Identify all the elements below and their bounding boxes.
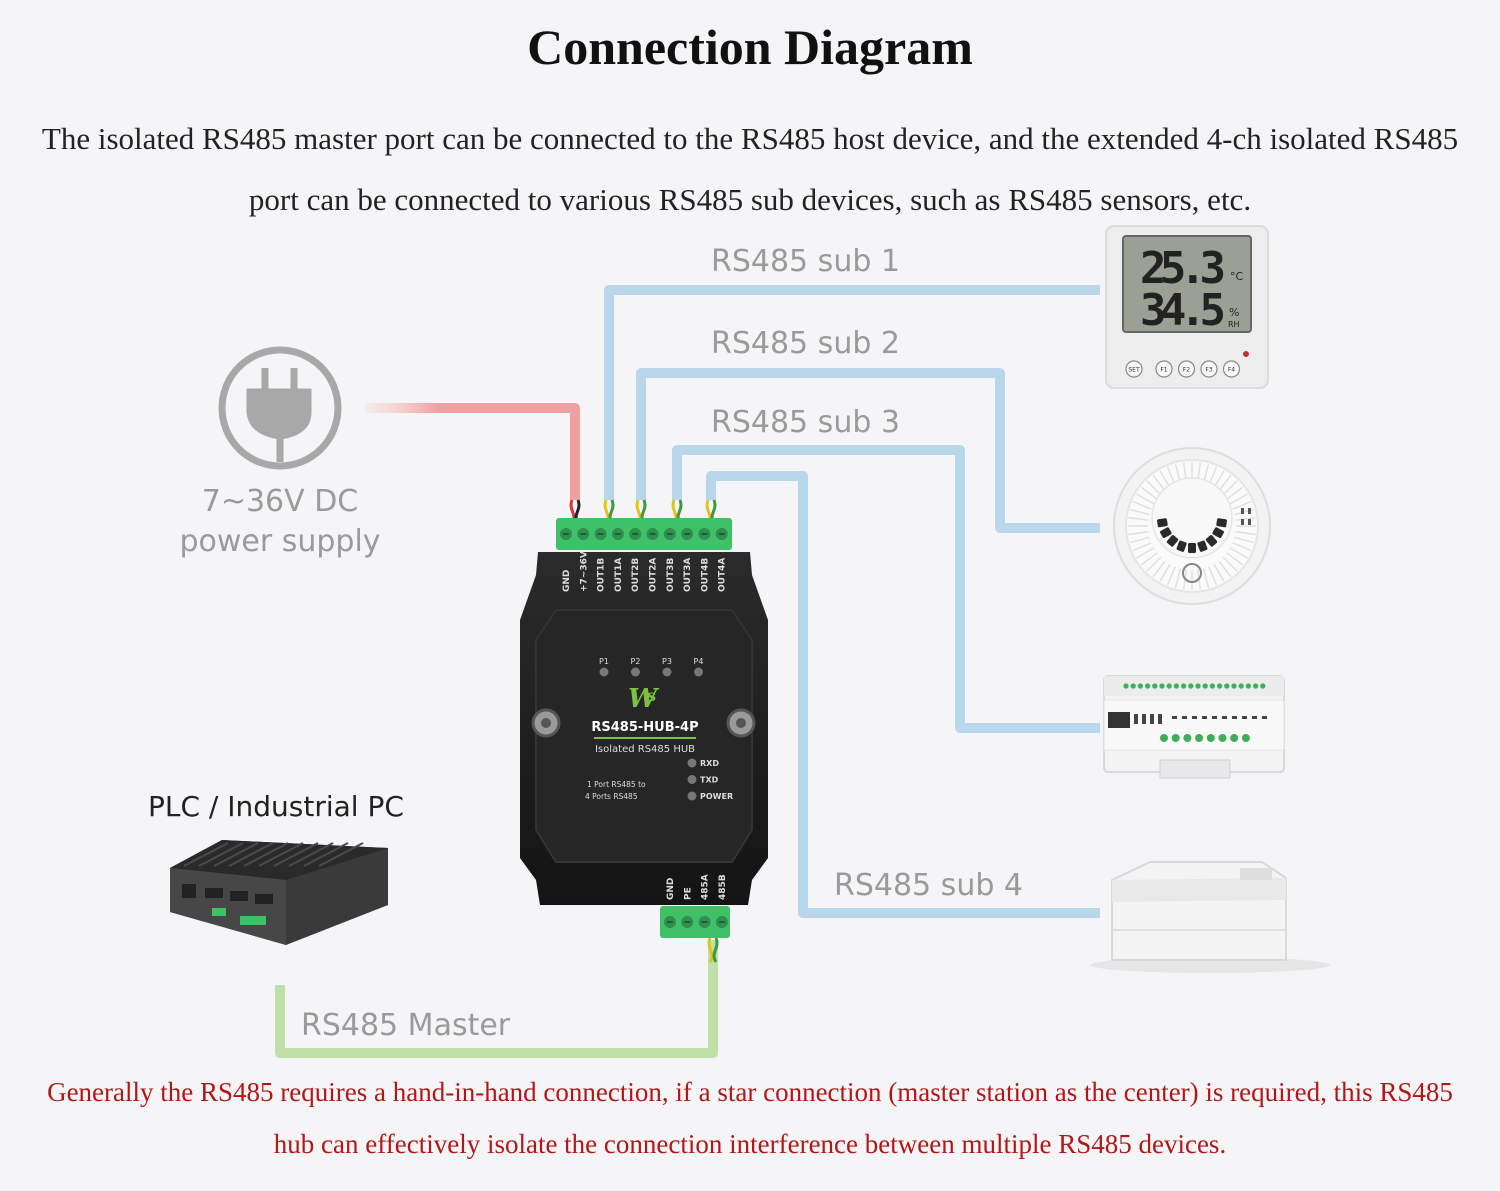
thermohygrometer-device: 25.3 °C 34.5 % RH SET F1 F2 F3 F4 [1105,225,1269,389]
bottom-pin-label: PE [683,887,693,900]
master-wire [275,940,718,1058]
port-led [694,667,703,677]
svg-text:%: % [1229,306,1239,319]
humidity-reading: 34.5 [1140,285,1226,336]
thermo-button [1125,360,1143,378]
port-led [631,667,640,677]
status-led-label: POWER [700,792,733,801]
top-pin-label: OUT4B [700,558,710,592]
industrial-pc-device [170,840,388,945]
brand-logo: W [628,684,660,714]
status-led [687,791,697,801]
thermo-button [1200,360,1218,378]
top-pin-label: OUT2B [631,558,641,592]
sub2-wire [636,368,1100,533]
hub-subtitle: Isolated RS485 HUB [595,744,695,755]
top-pin-label: +7~36V [579,551,589,592]
thermo-button-label: F1 [1160,367,1167,374]
printer-device [1090,861,1330,973]
status-led-label: RXD [700,759,719,768]
temp-reading: 25.3 [1140,243,1226,294]
top-pin-label: GND [562,570,572,592]
sub4-wire [706,471,1100,918]
footer-note: Generally the RS485 requires a hand-in-h… [47,1077,1453,1159]
hub-desc-2: 4 Ports RS485 [585,792,638,801]
svg-text:RH: RH [1228,320,1240,329]
port-led-label: P2 [631,657,641,666]
port-led [599,667,609,677]
status-led-label: TXD [700,776,719,785]
top-pin-label: OUT1A [614,558,624,592]
top-pin-label: OUT1B [597,558,607,592]
page-title: Connection Diagram [527,19,973,75]
status-led [687,758,697,768]
power-supply-label: 7~36V DC power supply [150,482,410,562]
power-wire [365,403,580,500]
master-label: RS485 Master [301,1008,511,1043]
sub1-wire [604,285,1100,500]
intro-paragraph: The isolated RS485 master port can be co… [41,121,1459,217]
sub1-label: RS485 sub 1 [711,244,900,279]
top-pin-label: OUT3B [666,558,676,592]
smoke-detector-device [1113,447,1271,605]
svg-text:s: s [647,686,656,705]
status-led [687,775,697,784]
thermo-button-label: F2 [1183,367,1190,374]
rs485-hub-device: GND +7~36V OUT1B OUT1A OUT2B OUT2A OUT3B OUT3A O… [520,518,768,938]
sub3-wire [672,445,1100,733]
power-plug-icon [218,346,342,470]
port-led-label: P4 [694,657,704,666]
port-led [662,667,672,677]
top-pin-label: OUT2A [649,558,659,592]
din-relay-module-device [1103,675,1285,779]
thermo-button-label: SET [1128,367,1140,374]
hub-model: RS485-HUB-4P [591,720,698,735]
bottom-pin-label: GND [666,878,676,900]
hub-desc-1: 1 Port RS485 to [587,780,646,789]
port-led-label: P3 [662,657,672,666]
thermo-button-label: F4 [1228,367,1235,374]
thermo-button [1155,360,1173,378]
sub2-label: RS485 sub 2 [711,326,900,361]
sub3-label: RS485 sub 3 [711,405,900,440]
thermo-button [1222,360,1241,378]
bottom-pin-label: 485A [701,874,711,900]
plc-label: PLC / Industrial PC [148,790,404,823]
power-label-line1: 7~36V DC [201,484,359,519]
top-pin-label: OUT4A [718,558,728,592]
top-pin-label: OUT3A [683,558,693,592]
thermo-button [1177,360,1196,378]
thermo-button-label: F3 [1205,367,1212,374]
port-led-label: P1 [599,657,609,666]
power-label-line2: power supply [179,524,381,559]
sub4-label: RS485 sub 4 [834,868,1023,903]
svg-text:°C: °C [1230,270,1244,283]
bottom-pin-label: 485B [718,874,728,900]
